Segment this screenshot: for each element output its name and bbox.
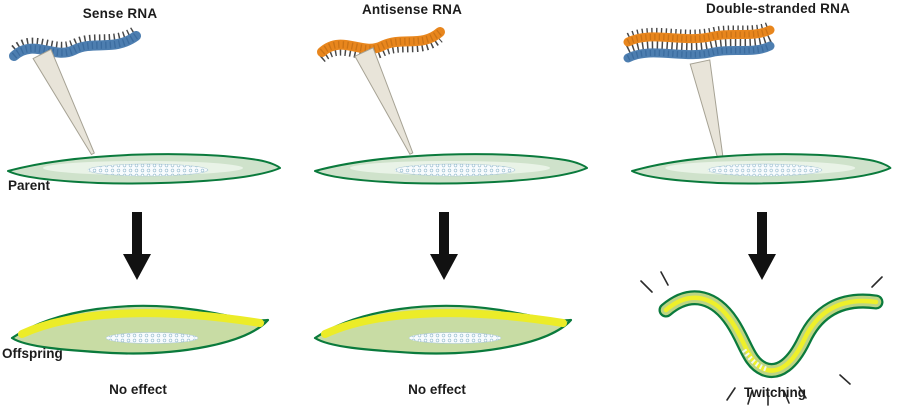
down-arrow (430, 212, 458, 280)
ds-rna-sense-ribbon (623, 41, 775, 63)
offspring-worm (315, 306, 571, 354)
twitch-worm-body (660, 292, 882, 376)
result-label-no-effect-1: No effect (109, 382, 167, 397)
parent-worm (631, 153, 892, 185)
parent-row-label: Parent (8, 178, 51, 193)
injection-needle (354, 47, 421, 159)
double-stranded-rna (623, 21, 775, 63)
sense-rna-teeth (11, 25, 139, 53)
offspring-row-label: Offspring (2, 346, 63, 361)
down-arrow (123, 212, 151, 280)
double-stranded-rna-label: Double-stranded RNA (706, 1, 850, 16)
result-label-twitching: Twitching (744, 385, 806, 400)
parent-worm (314, 153, 588, 185)
antisense-rna-hatch (319, 29, 443, 55)
ds-rna-antisense-ribbon (623, 25, 775, 47)
ds-rna-top-teeth (626, 21, 772, 39)
sense-rna-strand (9, 25, 141, 61)
antisense-rna-teeth (319, 35, 443, 63)
sense-rna-label: Sense RNA (83, 6, 158, 21)
antisense-rna-strand (317, 27, 445, 63)
antisense-rna-label: Antisense RNA (362, 2, 462, 17)
sense-rna-ribbon (9, 31, 141, 61)
result-label-no-effect-2: No effect (408, 382, 466, 397)
down-arrow (748, 212, 776, 280)
injection-needle (32, 48, 103, 159)
twitch-motion-lines (640, 271, 883, 406)
twitching-offspring-worm (658, 290, 884, 378)
